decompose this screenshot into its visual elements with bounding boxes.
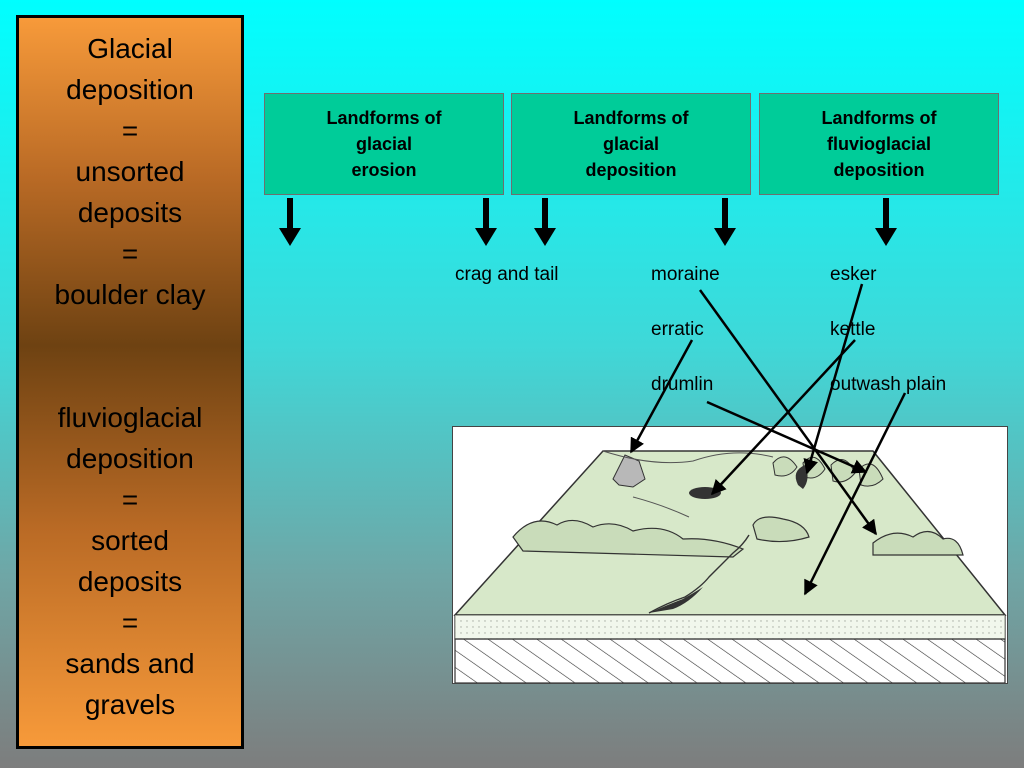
panel-line: gravels: [84, 689, 176, 720]
erratic-boulder: [612, 454, 646, 488]
header-glacial-deposition: Landforms of glacial deposition: [511, 93, 751, 195]
panel-line: fluvioglacial: [57, 402, 203, 433]
header-arrow: [875, 198, 897, 246]
header-fluvioglacial-deposition: Landforms of fluvioglacial deposition: [759, 93, 999, 195]
panel-spacer: [19, 315, 241, 397]
panel-line: boulder clay: [54, 279, 206, 310]
sediment-layer-base: [455, 615, 1005, 639]
header-label: Landforms of fluvioglacial deposition: [821, 108, 937, 180]
panel-line: =: [121, 238, 139, 269]
panel-line: unsorted: [75, 156, 185, 187]
panel-line: =: [121, 115, 139, 146]
meltwater-channel: [648, 534, 750, 614]
header-arrow: [534, 198, 556, 246]
term-outwash-plain: outwash plain: [830, 374, 947, 395]
kettle-hole: [689, 487, 721, 499]
panel-line: deposits: [77, 197, 183, 228]
panel-line: deposition: [66, 74, 194, 105]
panel-line: =: [121, 484, 139, 515]
panel-line: sorted: [91, 525, 169, 556]
panel-line: sands and: [65, 648, 195, 679]
term-crag-and-tail: crag and tail: [455, 264, 559, 285]
term-esker: esker: [830, 264, 877, 285]
header-arrow: [475, 198, 497, 246]
panel-line: deposits: [77, 566, 183, 597]
header-label: Landforms of glacial erosion: [326, 108, 442, 180]
moraine-ridge-right: [872, 530, 964, 556]
header-arrow: [279, 198, 301, 246]
landscape-drawing: [453, 450, 1007, 683]
definition-panel: Glacial deposition = unsorted deposits =…: [16, 15, 244, 749]
moraine-ridge-left: [512, 519, 745, 558]
term-erratic: erratic: [651, 319, 704, 340]
header-arrow: [714, 198, 736, 246]
header-label: Landforms of glacial deposition: [573, 108, 689, 180]
surface-contour: [632, 496, 690, 518]
panel-line: Glacial: [87, 33, 173, 64]
glacial-landscape-illustration: [452, 426, 1008, 684]
header-glacial-erosion: Landforms of glacial erosion: [264, 93, 504, 195]
bedrock-layer: [454, 638, 1006, 683]
term-kettle: kettle: [830, 319, 876, 340]
panel-line: deposition: [66, 443, 194, 474]
term-drumlin: drumlin: [651, 374, 714, 395]
term-moraine: moraine: [651, 264, 720, 285]
panel-line: =: [121, 607, 139, 638]
